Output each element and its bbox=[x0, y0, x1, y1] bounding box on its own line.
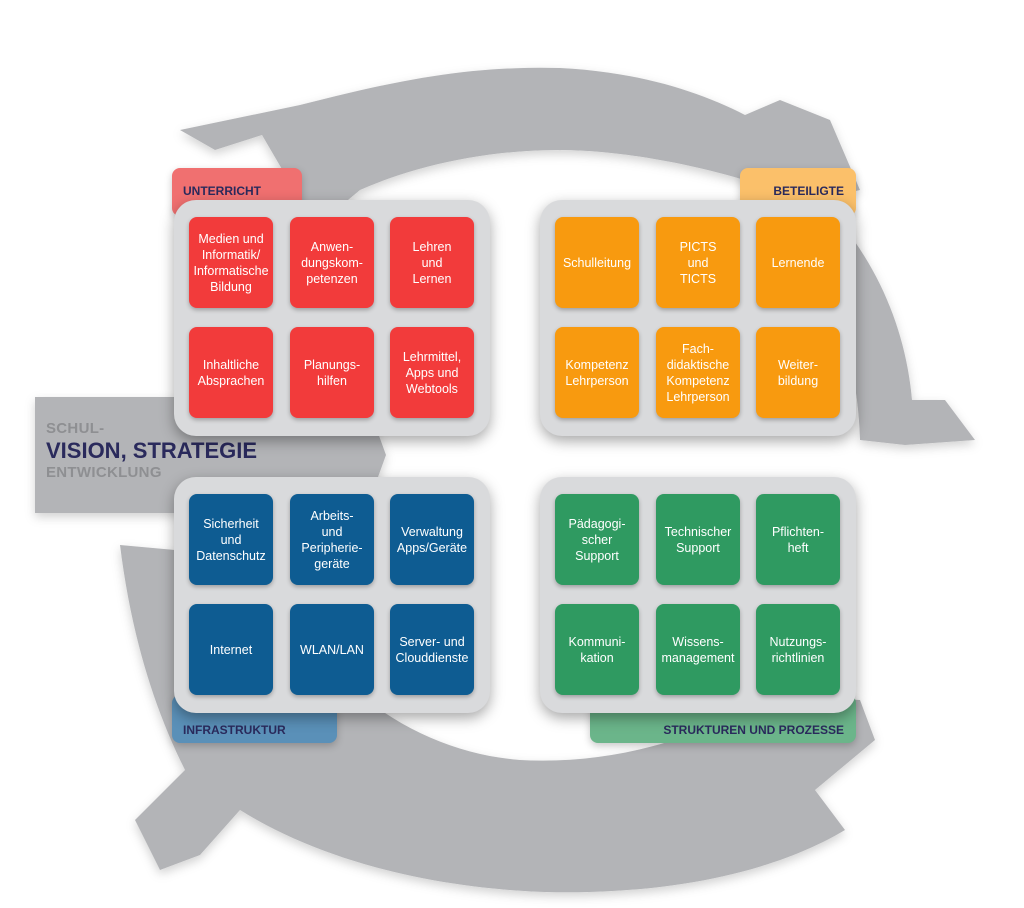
card-anwendungskompetenzen: Anwen- dungskom- petenzen bbox=[290, 217, 374, 308]
strukturen-panel: Pädagogi- scher Support Technischer Supp… bbox=[540, 477, 856, 713]
card-schulleitung: Schulleitung bbox=[555, 217, 639, 308]
card-inhaltliche-absprachen: Inhaltliche Absprachen bbox=[189, 327, 273, 418]
card-medien-und-informatik: Medien und Informatik/ Informatische Bil… bbox=[189, 217, 273, 308]
card-weiterbildung: Weiter- bildung bbox=[756, 327, 840, 418]
vision-label: SCHUL- VISION, STRATEGIE ENTWICKLUNG bbox=[46, 420, 257, 482]
infrastruktur-title: INFRASTRUKTUR bbox=[183, 723, 286, 737]
card-arbeits-peripheriegeraete: Arbeits- und Peripherie- geräte bbox=[290, 494, 374, 585]
beteiligte-title: BETEILIGTE bbox=[773, 184, 844, 198]
card-lernende: Lernende bbox=[756, 217, 840, 308]
card-paedagogischer-support: Pädagogi- scher Support bbox=[555, 494, 639, 585]
card-internet: Internet bbox=[189, 604, 273, 695]
card-wissensmanagement: Wissens- management bbox=[656, 604, 740, 695]
unterricht-title: UNTERRICHT bbox=[183, 184, 261, 198]
card-technischer-support: Technischer Support bbox=[656, 494, 740, 585]
card-nutzungsrichtlinien: Nutzungs- richtlinien bbox=[756, 604, 840, 695]
card-fachdidaktische-kompetenz: Fach- didaktische Kompetenz Lehrperson bbox=[656, 327, 740, 418]
vision-line-1: SCHUL- bbox=[46, 420, 105, 437]
infrastruktur-panel: Sicherheit und Datenschutz Arbeits- und … bbox=[174, 477, 490, 713]
strukturen-title: STRUKTUREN UND PROZESSE bbox=[663, 723, 844, 737]
vision-line-2: VISION, STRATEGIE bbox=[46, 438, 258, 463]
card-verwaltung-apps-geraete: Verwaltung Apps/Geräte bbox=[390, 494, 474, 585]
vision-line-3: ENTWICKLUNG bbox=[46, 464, 162, 481]
card-sicherheit-datenschutz: Sicherheit und Datenschutz bbox=[189, 494, 273, 585]
beteiligte-panel: Schulleitung PICTS und TICTS Lernende Ko… bbox=[540, 200, 856, 436]
card-lehrmittel-apps-webtools: Lehrmittel, Apps und Webtools bbox=[390, 327, 474, 418]
card-lehren-und-lernen: Lehren und Lernen bbox=[390, 217, 474, 308]
card-kommunikation: Kommuni- kation bbox=[555, 604, 639, 695]
card-planungshilfen: Planungs- hilfen bbox=[290, 327, 374, 418]
arc-top bbox=[180, 67, 860, 215]
card-server-clouddienste: Server- und Clouddienste bbox=[390, 604, 474, 695]
arc-bottom bbox=[120, 545, 875, 893]
card-pflichtenheft: Pflichten- heft bbox=[756, 494, 840, 585]
card-wlan-lan: WLAN/LAN bbox=[290, 604, 374, 695]
card-kompetenz-lehrperson: Kompetenz Lehrperson bbox=[555, 327, 639, 418]
card-picts-und-ticts: PICTS und TICTS bbox=[656, 217, 740, 308]
unterricht-panel: Medien und Informatik/ Informatische Bil… bbox=[174, 200, 490, 436]
